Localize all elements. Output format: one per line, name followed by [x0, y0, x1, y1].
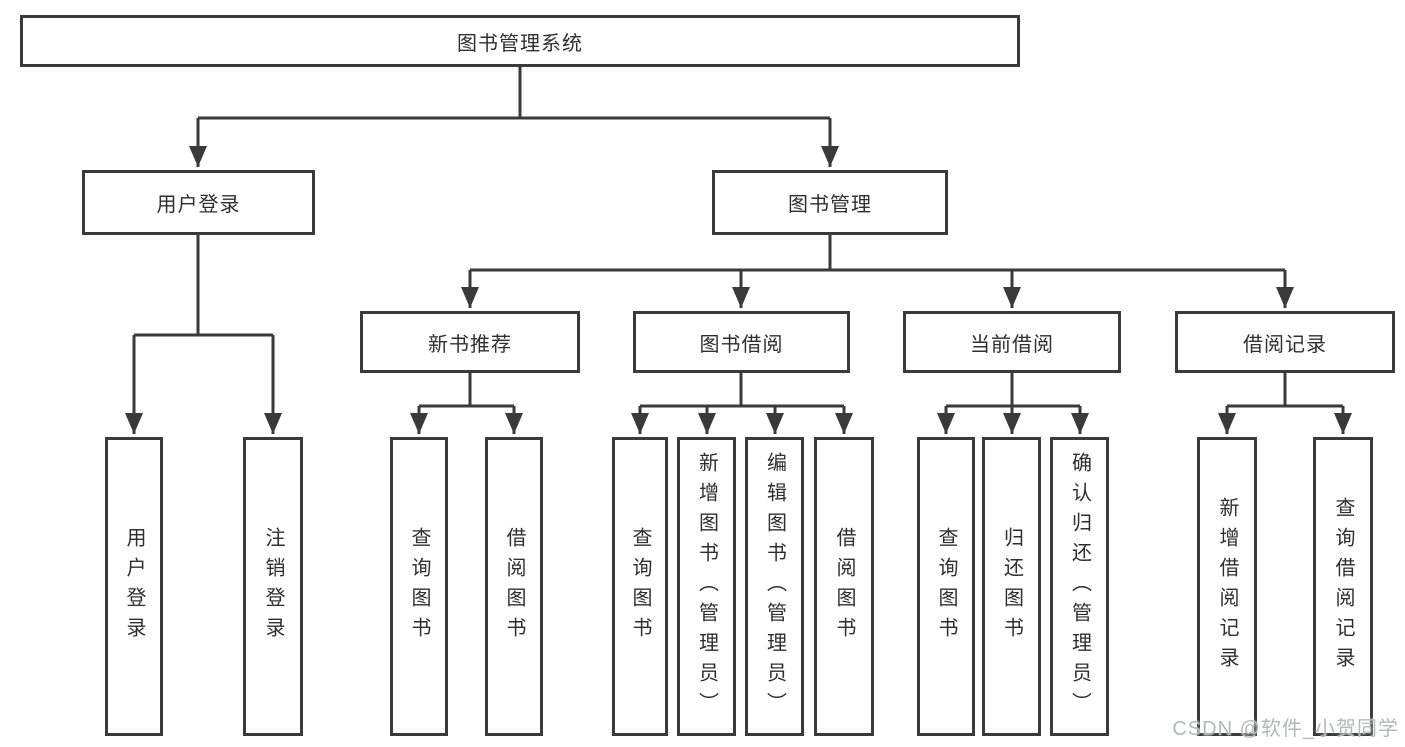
leaf-label: 编辑图书（管理员）	[763, 451, 786, 722]
node-label: 图书管理	[788, 194, 872, 216]
node-label: 用户登录	[156, 194, 241, 216]
leaf-logout: 注销登录	[243, 437, 303, 736]
leaf-label: 查询图书	[935, 526, 957, 647]
node-new-book-recommend: 新书推荐	[360, 311, 580, 373]
node-label: 图书借阅	[699, 333, 784, 356]
leaf-label: 归还图书	[1000, 526, 1023, 647]
leaf-user-login: 用户登录	[105, 437, 163, 736]
leaf-label: 新增图书（管理员）	[695, 451, 718, 722]
leaf-label: 用户登录	[123, 526, 145, 647]
node-label: 当前借阅	[970, 333, 1054, 356]
leaf-label: 新增借阅记录	[1216, 496, 1238, 677]
leaf-add-books-admin: 新增图书（管理员）	[677, 437, 736, 736]
leaf-label: 借阅图书	[833, 526, 855, 647]
node-user-login: 用户登录	[82, 170, 315, 235]
leaf-label: 确认归还（管理员）	[1068, 451, 1091, 722]
leaf-query-books: 查询图书	[612, 437, 668, 736]
node-label: 图书管理系统	[457, 32, 583, 55]
node-borrow-records: 借阅记录	[1175, 311, 1395, 373]
leaf-label: 查询借阅记录	[1332, 496, 1354, 677]
leaf-edit-books-admin: 编辑图书（管理员）	[745, 437, 804, 736]
leaf-label: 注销登录	[262, 526, 284, 647]
node-book-management-system: 图书管理系统	[20, 15, 1020, 67]
node-label: 借阅记录	[1243, 333, 1327, 356]
leaf-label: 借阅图书	[503, 526, 525, 647]
leaf-return-books: 归还图书	[982, 437, 1041, 736]
leaf-confirm-return-admin: 确认归还（管理员）	[1050, 437, 1109, 736]
node-book-management: 图书管理	[712, 170, 948, 235]
leaf-label: 查询图书	[629, 526, 651, 647]
node-current-borrow: 当前借阅	[903, 311, 1121, 373]
watermark: CSDN @软件_小贺同学	[1172, 718, 1399, 740]
leaf-query-books: 查询图书	[917, 437, 975, 736]
leaf-borrow-books: 借阅图书	[485, 437, 543, 736]
node-label: 新书推荐	[428, 333, 512, 356]
leaf-label: 查询图书	[408, 526, 430, 647]
leaf-query-borrow-record: 查询借阅记录	[1313, 437, 1373, 736]
leaf-query-books: 查询图书	[390, 437, 448, 736]
leaf-borrow-books: 借阅图书	[814, 437, 874, 736]
leaf-add-borrow-record: 新增借阅记录	[1197, 437, 1257, 736]
node-book-borrowing: 图书借阅	[633, 311, 850, 373]
